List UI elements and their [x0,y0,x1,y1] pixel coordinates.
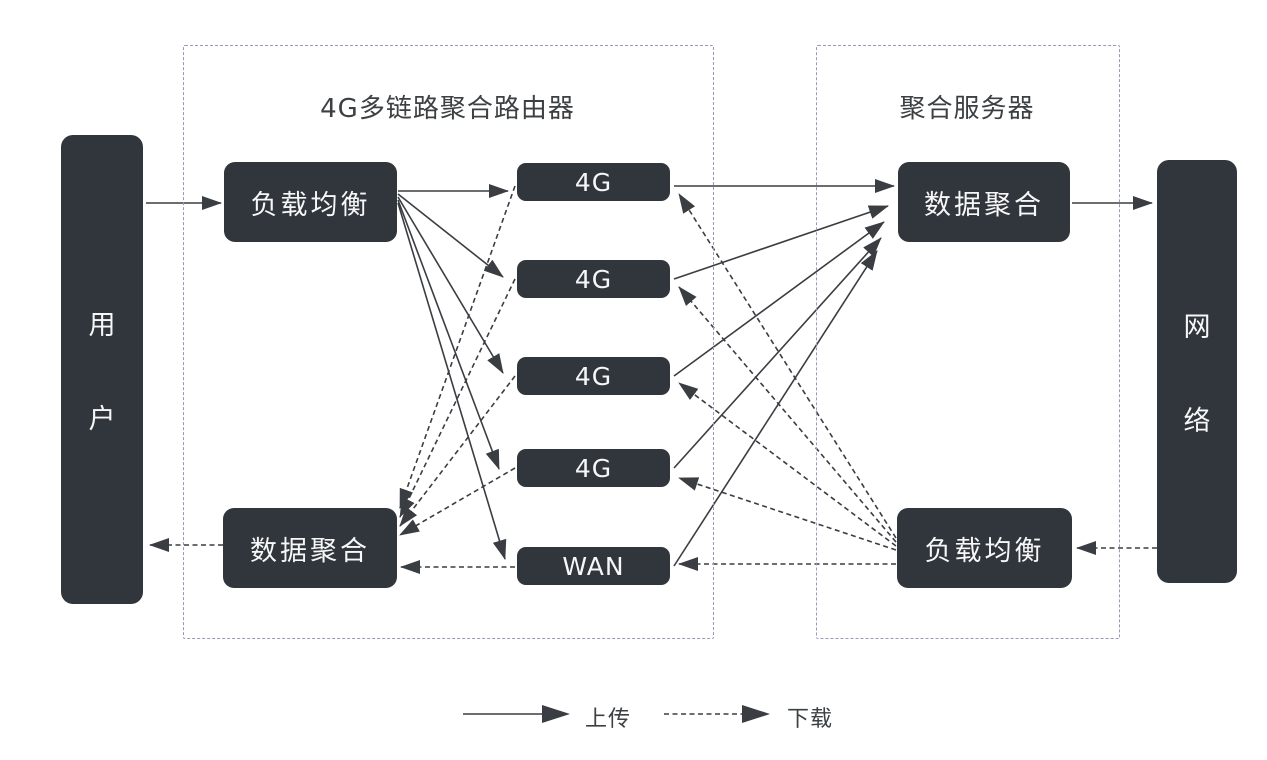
node-router-data-aggregation[interactable]: 数据聚合 [223,508,397,588]
legend-download-label: 下载 [787,707,834,732]
upload-arrow-link-2-to-server-agg [673,205,889,280]
upload-arrow-router-lb-to-link-4 [397,199,500,470]
download-arrow-link-4-to-router-agg [399,467,516,536]
server-group-title: 聚合服务器 [899,94,1035,124]
download-arrow-server-lb-to-link-3 [678,382,897,547]
upload-arrow-link-4-to-server-agg [673,237,882,469]
node-server-load-balancer[interactable]: 负载均衡 [897,508,1072,588]
legend-upload-label: 上传 [585,707,632,732]
router-group-title: 4G多链路聚合路由器 [320,94,575,124]
server-group-container [816,45,1120,639]
legend-upload-arrowhead [542,705,570,723]
node-link-4g-1[interactable]: 4G [517,163,670,201]
upload-arrow-router-lb-to-link-5 [397,202,507,560]
download-arrow-link-2-to-router-agg [399,278,516,518]
legend-download-arrowhead [742,705,770,723]
node-network[interactable]: 网络 [1157,160,1237,583]
node-link-4g-4[interactable]: 4G [517,449,670,487]
download-arrow-link-1-to-router-agg [399,185,516,509]
node-link-4g-3[interactable]: 4G [517,357,670,395]
download-arrow-server-lb-to-link-2 [678,286,897,543]
node-link-4g-2[interactable]: 4G [517,260,670,298]
upload-arrow-router-lb-to-link-3 [397,196,504,374]
router-group-container [183,45,714,639]
upload-arrow-link-5-to-server-agg [673,250,878,567]
node-server-data-aggregation[interactable]: 数据聚合 [898,162,1070,242]
upload-arrow-link-3-to-server-agg [673,221,885,377]
download-arrow-server-lb-to-link-4 [678,477,897,551]
node-router-load-balancer[interactable]: 负载均衡 [224,162,397,242]
node-user[interactable]: 用户 [61,135,143,604]
node-link-wan[interactable]: WAN [517,547,670,585]
upload-arrow-router-lb-to-link-2 [397,193,504,278]
download-arrow-link-3-to-router-agg [399,375,516,527]
